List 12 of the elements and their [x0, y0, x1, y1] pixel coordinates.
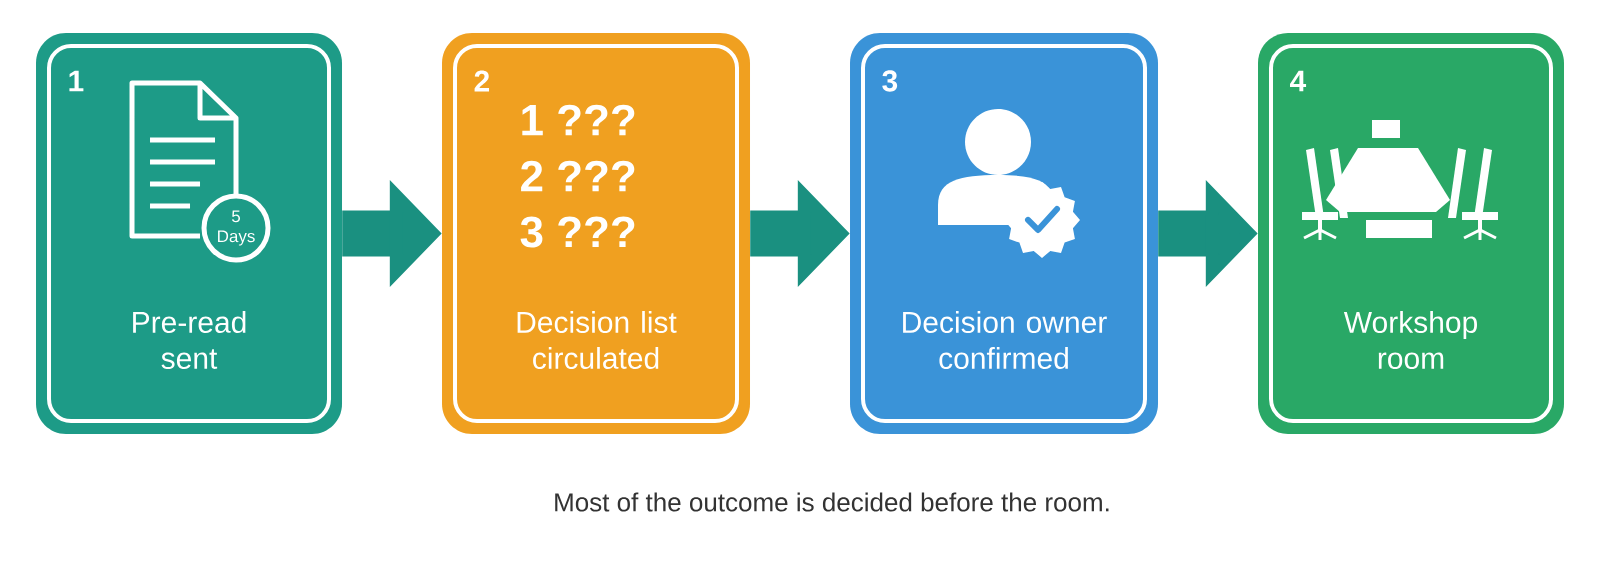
step-label: Decision list circulated: [517, 311, 677, 369]
step-number: 1: [69, 70, 84, 92]
list-item: 3 ???: [520, 216, 635, 248]
step-number: 3: [882, 70, 898, 92]
caption: Most of the outcome is decided before the room.: [555, 492, 1109, 512]
step-label: Decision owner confirmed: [903, 311, 1107, 369]
step-label: Pre-read sent: [133, 311, 246, 369]
step-number: 4: [1290, 70, 1307, 92]
step-label: Workshop room: [1343, 311, 1477, 369]
list-item: 1 ???: [522, 104, 635, 136]
step-number: 2: [474, 70, 490, 92]
list-item: 2 ???: [521, 160, 635, 192]
